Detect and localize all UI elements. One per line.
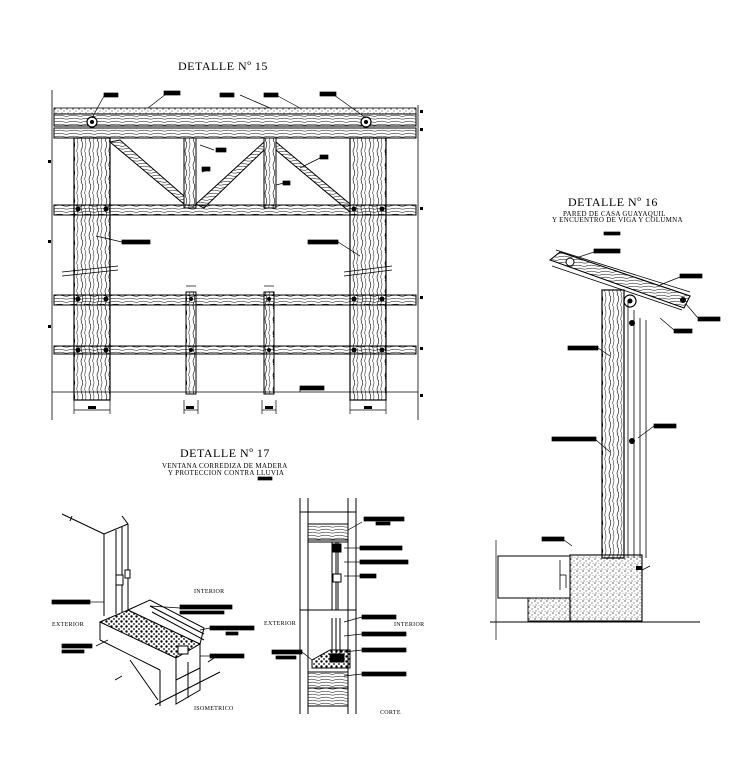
detail-16-subtitle-1: PARED DE CASA GUAYAQUIL [563,210,666,218]
floor-16 [497,555,571,599]
truss-diagonal-1 [108,139,185,206]
leader-tags-16 [541,231,721,547]
detail-17-subtitle-2: Y PROTECCION CONTRA LLUVIA [168,469,285,477]
dimension-ticks-right [48,110,423,409]
top-beam [53,113,417,127]
leader-tags-17-cut [271,516,409,677]
detail-17-subtitle-1: VENTANA CORREDIZA DE MADERA [162,462,288,470]
stud-1 [185,291,197,395]
iso-interior-label: INTERIOR [194,589,225,595]
cut-exterior-label: EXTERIOR [264,621,297,627]
head-lintel [307,523,349,541]
cut-caption: CORTE [380,710,401,716]
iso-caption: ISOMETRICO [194,706,234,712]
lower-beam-2 [53,345,417,355]
leader-tags-17-iso [51,476,273,659]
column-16 [601,289,625,559]
truss-diagonal-3 [275,140,351,214]
detail-16-section [490,231,721,640]
truss-post-2 [263,137,277,209]
detail-15-elevation [48,90,423,420]
upper-beam [53,127,417,139]
detail-15-title: DETALLE Nº 15 [178,59,268,73]
break-mark-left [61,265,119,273]
break-mark-right [343,265,393,273]
bolt-set [75,116,385,353]
lower-beam-1 [53,294,417,306]
roof-covering [53,107,417,115]
middle-beam [53,204,417,216]
detail-17-isometric [51,476,273,706]
leader-tags [91,90,367,392]
stud-2 [263,291,275,395]
truss-diagonal-2 [195,140,265,209]
post-left [73,137,111,401]
iso-exterior-label: EXTERIOR [52,622,85,628]
break-mark-right-2 [343,269,393,277]
rafter [548,251,691,309]
floor-slab-16 [527,597,571,622]
detail-17-section [271,498,409,714]
cut-interior-label: INTERIOR [394,622,425,628]
break-mark-left-2 [61,269,119,277]
detail-16-title: DETALLE Nº 16 [568,195,658,209]
detail-16-subtitle-2: Y ENCUENTRO DE VIGA Y COLUMNA [552,216,683,224]
truss-post-1 [183,137,197,209]
detail-17-title: DETALLE Nº 17 [180,446,270,460]
foundation-16 [569,554,643,622]
post-base-dims [73,285,387,414]
sill-block [307,671,349,707]
